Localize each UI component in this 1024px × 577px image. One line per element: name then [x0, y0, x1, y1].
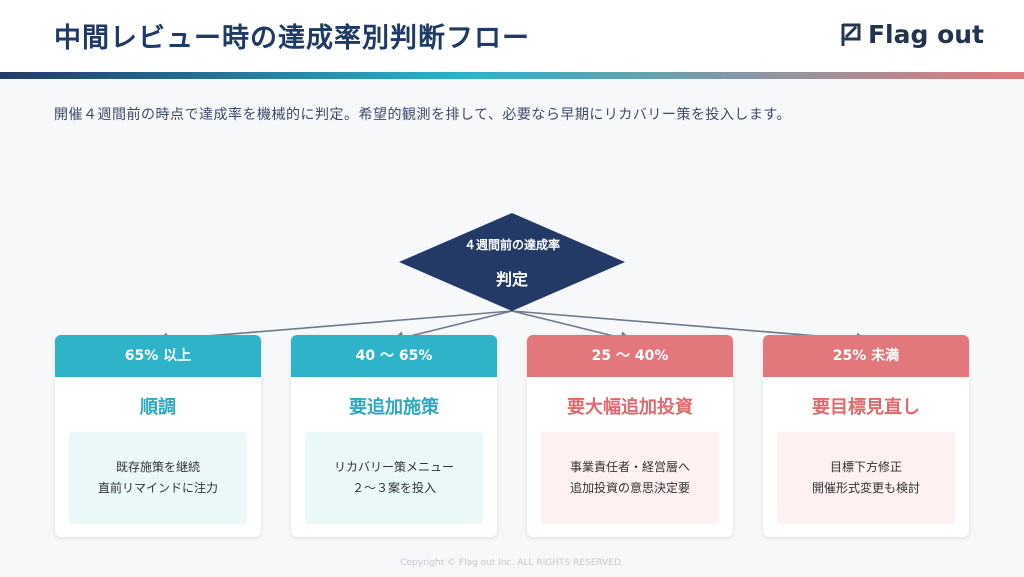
card-range: 65% 以上: [55, 335, 261, 377]
logo: Flag out: [840, 20, 984, 49]
card-desc-line: 開催形式変更も検討: [811, 481, 920, 495]
flag-logo-icon: [841, 23, 861, 46]
page-title: 中間レビュー時の達成率別判断フロー: [54, 23, 530, 54]
card-label: 要目標見直し: [812, 397, 920, 418]
card-on-track: 65% 以上 順調 既存施策を継続 直前リマインドに注力: [55, 335, 261, 537]
card-desc-line: 目標下方修正: [829, 460, 902, 474]
card-desc-line: 追加投資の意思決定要: [569, 481, 690, 495]
card-range: 25% 未満: [763, 335, 969, 377]
card-range: 40 〜 65%: [291, 335, 497, 377]
decision-title: 判定: [495, 270, 528, 289]
decision-diamond: [399, 213, 625, 311]
card-revise-target: 25% 未満 要目標見直し 目標下方修正 開催形式変更も検討: [763, 335, 969, 537]
logo-text: Flag out: [867, 20, 984, 49]
subtitle: 開催４週間前の時点で達成率を機械的に判定。希望的観測を排して、必要なら早期にリカ…: [54, 107, 791, 123]
decision-label: ４週間前の達成率: [463, 238, 560, 252]
card-label: 順調: [140, 397, 176, 418]
card-desc-line: ２〜３案を投入: [351, 481, 436, 495]
header-divider: [0, 72, 1024, 79]
card-desc-line: 直前リマインドに注力: [97, 481, 218, 495]
card-desc-line: リカバリー策メニュー: [333, 460, 454, 474]
card-label: 要大幅追加投資: [567, 397, 693, 418]
card-description: 事業責任者・経営層へ 追加投資の意思決定要: [541, 432, 719, 524]
card-desc-line: 事業責任者・経営層へ: [569, 460, 690, 474]
card-label: 要追加施策: [349, 397, 439, 418]
card-additional-measures: 40 〜 65% 要追加施策 リカバリー策メニュー ２〜３案を投入: [291, 335, 497, 537]
copyright: Copyright © Flag out Inc. ALL RIGHTS RES…: [400, 558, 624, 568]
card-major-investment: 25 〜 40% 要大幅追加投資 事業責任者・経営層へ 追加投資の意思決定要: [527, 335, 733, 537]
card-description: 目標下方修正 開催形式変更も検討: [777, 432, 955, 524]
card-range: 25 〜 40%: [527, 335, 733, 377]
header: 中間レビュー時の達成率別判断フロー Flag out: [0, 0, 1024, 74]
card-desc-line: 既存施策を継続: [115, 460, 200, 474]
card-description: 既存施策を継続 直前リマインドに注力: [69, 432, 247, 524]
card-description: リカバリー策メニュー ２〜３案を投入: [305, 432, 483, 524]
